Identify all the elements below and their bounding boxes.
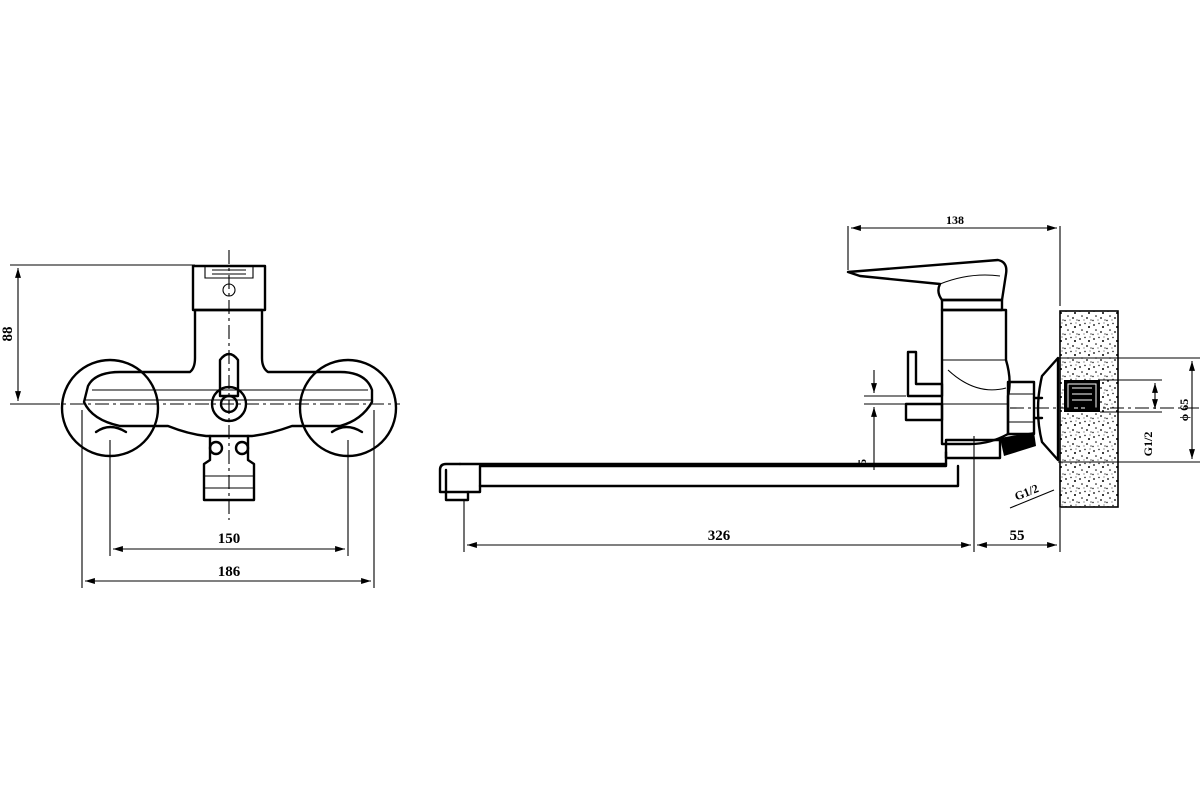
side-view: [438, 258, 1200, 508]
handle-length-label: 138: [946, 213, 964, 227]
front-outer-width-label: 186: [218, 564, 241, 580]
front-height-label: 88: [0, 327, 16, 342]
side-mixer-body: [940, 308, 1011, 446]
front-view: [20, 250, 400, 520]
flange-diameter-label: ϕ 65: [1177, 399, 1191, 422]
front-view-dimensions: 88 150 186: [0, 264, 375, 588]
spout: [438, 450, 948, 494]
wall-flange: [1036, 356, 1060, 462]
front-inner-width-label: 150: [218, 531, 241, 547]
offset-label: 5: [855, 459, 869, 465]
side-handle: [846, 258, 1008, 302]
mixer-body: [82, 308, 374, 438]
spout-lower: [458, 462, 960, 488]
lower-connector: [944, 438, 1002, 460]
wall-offset-label: 55: [1010, 528, 1025, 544]
inlet-thread-label: G1/2: [1141, 432, 1155, 457]
spout-length-label: 326: [708, 528, 731, 544]
hose-connector: [1000, 432, 1036, 456]
hose-thread-label: G1/2: [1012, 481, 1040, 503]
wall-inlet: [1064, 380, 1100, 412]
diverter-knob: [906, 350, 944, 398]
side-view-dimensions: 138 5 ϕ 65 G1/2 G1/2 326 55: [463, 213, 1200, 552]
